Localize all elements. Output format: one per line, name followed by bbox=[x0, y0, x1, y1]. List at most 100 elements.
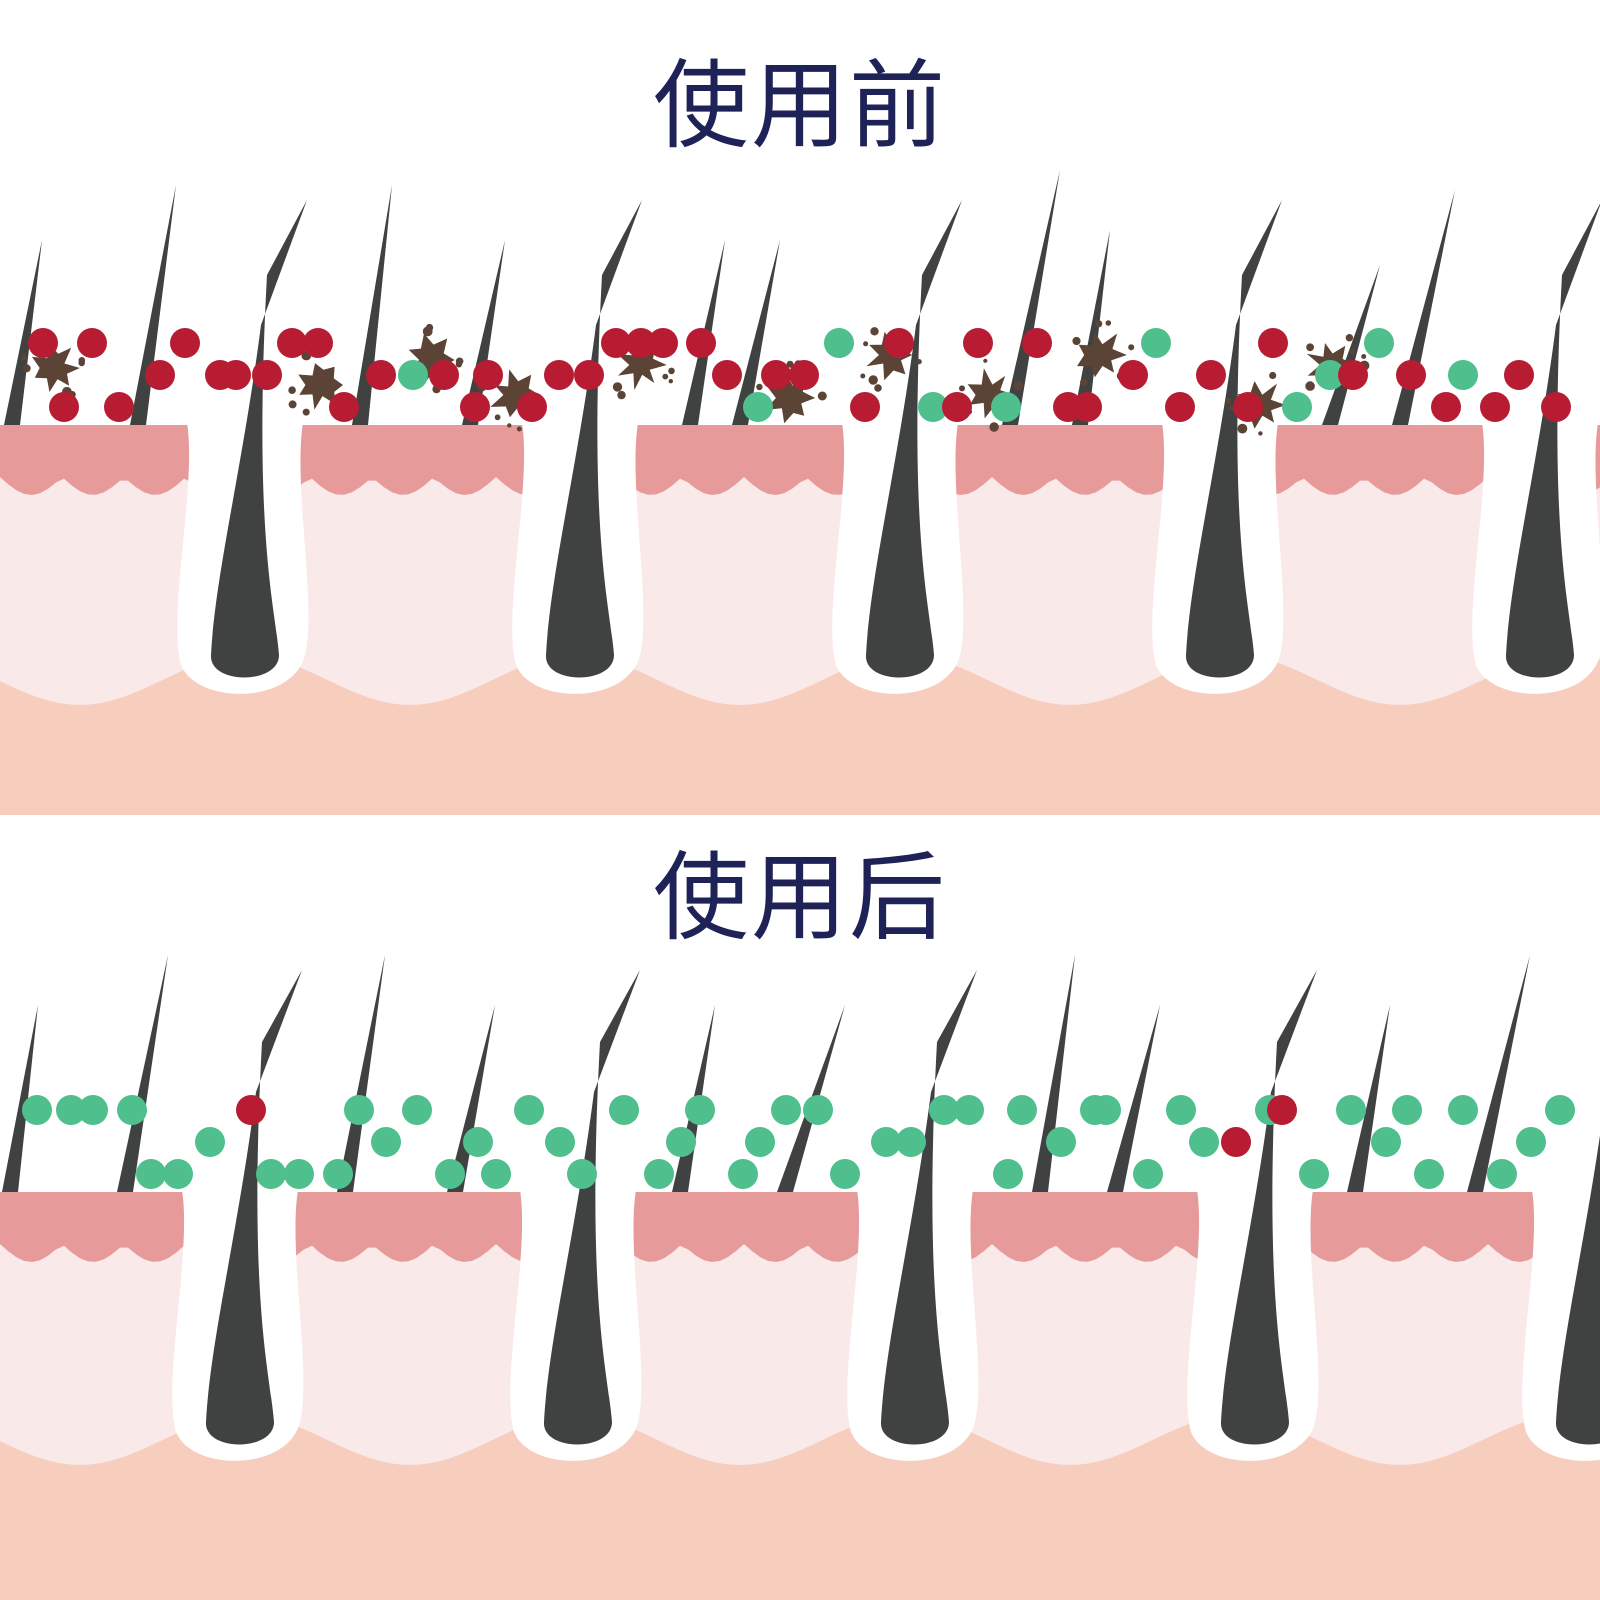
thick-hair bbox=[543, 970, 640, 1445]
harmful-bacteria-dot bbox=[49, 392, 79, 422]
harmful-bacteria-dot bbox=[1258, 328, 1288, 358]
harmful-bacteria-dot bbox=[1233, 392, 1263, 422]
thin-hair bbox=[352, 185, 392, 425]
beneficial-bacteria-dot bbox=[481, 1159, 511, 1189]
after-use-panel bbox=[0, 955, 1600, 1600]
beneficial-bacteria-dot bbox=[1091, 1095, 1121, 1125]
beneficial-bacteria-dot bbox=[117, 1095, 147, 1125]
thin-hair bbox=[1347, 1005, 1390, 1192]
beneficial-bacteria-dot bbox=[435, 1159, 465, 1189]
beneficial-bacteria-dot bbox=[402, 1095, 432, 1125]
harmful-bacteria-dot bbox=[850, 392, 880, 422]
beneficial-bacteria-dot bbox=[284, 1159, 314, 1189]
beneficial-bacteria-dot bbox=[1133, 1159, 1163, 1189]
beneficial-bacteria-dot bbox=[991, 392, 1021, 422]
beneficial-bacteria-dot bbox=[323, 1159, 353, 1189]
beneficial-bacteria-dot bbox=[803, 1095, 833, 1125]
beneficial-bacteria-dot bbox=[1299, 1159, 1329, 1189]
thin-hair bbox=[462, 240, 505, 425]
before-use-panel bbox=[0, 170, 1600, 815]
thin-hair bbox=[447, 1005, 495, 1192]
harmful-bacteria-dot bbox=[252, 360, 282, 390]
beneficial-bacteria-dot bbox=[195, 1127, 225, 1157]
harmful-bacteria-dot bbox=[221, 360, 251, 390]
thin-hair bbox=[1072, 230, 1110, 425]
harmful-bacteria-dot bbox=[1396, 360, 1426, 390]
harmful-bacteria-dot bbox=[473, 360, 503, 390]
beneficial-bacteria-dot bbox=[1141, 328, 1171, 358]
beneficial-bacteria-dot bbox=[56, 1095, 86, 1125]
harmful-bacteria-dot bbox=[626, 328, 656, 358]
harmful-bacteria-dot bbox=[1022, 328, 1052, 358]
harmful-bacteria-dot bbox=[1541, 392, 1571, 422]
thin-hair bbox=[117, 955, 168, 1192]
harmful-bacteria-dot bbox=[517, 392, 547, 422]
thick-hair bbox=[205, 970, 302, 1445]
harmful-bacteria-dot bbox=[28, 328, 58, 358]
beneficial-bacteria-dot bbox=[743, 392, 773, 422]
thick-hair bbox=[865, 200, 962, 678]
subcutaneous-layer bbox=[0, 655, 1600, 815]
beneficial-bacteria-dot bbox=[1007, 1095, 1037, 1125]
thin-hair bbox=[337, 955, 385, 1192]
beneficial-bacteria-dot bbox=[398, 360, 428, 390]
thick-hair bbox=[1505, 203, 1600, 678]
beneficial-bacteria-dot bbox=[1364, 328, 1394, 358]
beneficial-bacteria-dot bbox=[1448, 1095, 1478, 1125]
harmful-bacteria-dot bbox=[329, 392, 359, 422]
beneficial-bacteria-dot bbox=[78, 1095, 108, 1125]
beneficial-bacteria-dot bbox=[1414, 1159, 1444, 1189]
beneficial-bacteria-dot bbox=[1315, 360, 1345, 390]
harmful-bacteria-dot bbox=[236, 1095, 266, 1125]
beneficial-bacteria-dot bbox=[1189, 1127, 1219, 1157]
harmful-bacteria-dot bbox=[1480, 392, 1510, 422]
beneficial-bacteria-dot bbox=[1487, 1159, 1517, 1189]
harmful-bacteria-dot bbox=[544, 360, 574, 390]
harmful-bacteria-dot bbox=[104, 392, 134, 422]
harmful-bacteria-dot bbox=[942, 392, 972, 422]
beneficial-bacteria-dot bbox=[22, 1095, 52, 1125]
harmful-bacteria-dot bbox=[712, 360, 742, 390]
harmful-bacteria-dot bbox=[601, 328, 631, 358]
beneficial-bacteria-dot bbox=[609, 1095, 639, 1125]
harmful-bacteria-dot bbox=[1072, 392, 1102, 422]
beneficial-bacteria-dot bbox=[1336, 1095, 1366, 1125]
harmful-bacteria-dot bbox=[429, 360, 459, 390]
harmful-bacteria-dot bbox=[1267, 1095, 1297, 1125]
beneficial-bacteria-dot bbox=[728, 1159, 758, 1189]
harmful-bacteria-dot bbox=[648, 328, 678, 358]
beneficial-bacteria-dot bbox=[830, 1159, 860, 1189]
harmful-bacteria-dot bbox=[761, 360, 791, 390]
thick-hair bbox=[1220, 970, 1317, 1445]
beneficial-bacteria-dot bbox=[871, 1127, 901, 1157]
harmful-bacteria-dot bbox=[170, 328, 200, 358]
thin-hair bbox=[1032, 955, 1075, 1192]
beneficial-bacteria-dot bbox=[993, 1159, 1023, 1189]
beneficial-bacteria-dot bbox=[666, 1127, 696, 1157]
beneficial-bacteria-dot bbox=[644, 1159, 674, 1189]
thick-hair bbox=[210, 200, 307, 678]
beneficial-bacteria-dot bbox=[929, 1095, 959, 1125]
harmful-bacteria-dot bbox=[277, 328, 307, 358]
thick-hair bbox=[1555, 1135, 1600, 1445]
harmful-bacteria-dot bbox=[1431, 392, 1461, 422]
beneficial-bacteria-dot bbox=[463, 1127, 493, 1157]
thin-hair bbox=[4, 240, 42, 425]
beneficial-bacteria-dot bbox=[344, 1095, 374, 1125]
thick-hair bbox=[1185, 200, 1282, 678]
harmful-bacteria-dot bbox=[303, 328, 333, 358]
harmful-bacteria-dot bbox=[789, 360, 819, 390]
beneficial-bacteria-dot bbox=[514, 1095, 544, 1125]
beneficial-bacteria-dot bbox=[1545, 1095, 1575, 1125]
beneficial-bacteria-dot bbox=[371, 1127, 401, 1157]
beneficial-bacteria-dot bbox=[136, 1159, 166, 1189]
subcutaneous-layer bbox=[0, 1415, 1600, 1600]
harmful-bacteria-dot bbox=[77, 328, 107, 358]
harmful-bacteria-dot bbox=[884, 328, 914, 358]
after-use-title: 使用后 bbox=[653, 842, 947, 954]
thin-hair bbox=[1002, 170, 1060, 425]
beneficial-bacteria-dot bbox=[1516, 1127, 1546, 1157]
harmful-bacteria-dot bbox=[1196, 360, 1226, 390]
harmful-bacteria-dot bbox=[1118, 360, 1148, 390]
thin-hair bbox=[1467, 955, 1530, 1192]
